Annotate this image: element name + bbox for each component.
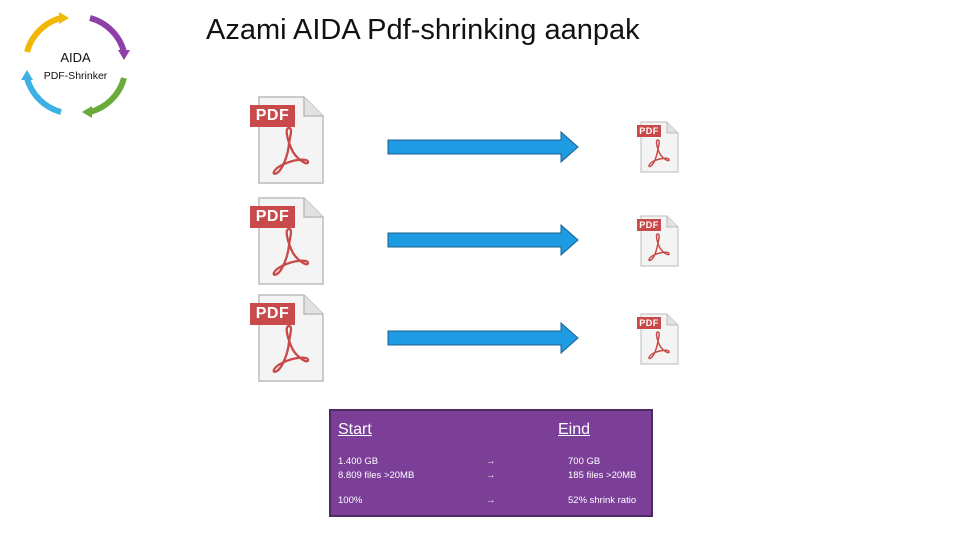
- cycle-arrows-icon: [21, 12, 130, 118]
- arrow-right-icon: [387, 224, 579, 256]
- arrow-right-icon: [387, 322, 579, 354]
- start-value-size: 1.400 GB: [338, 456, 379, 467]
- arrow-glyph: →: [486, 456, 496, 467]
- pdf-file-icon-large-3: PDF: [250, 294, 324, 382]
- pdf-tag: PDF: [637, 317, 661, 329]
- pdf-tag: PDF: [637, 219, 661, 231]
- end-value-ratio: 52% shrink ratio: [568, 495, 637, 506]
- pdf-tag: PDF: [250, 206, 295, 228]
- summary-box: Start Eind 1.400 GB → 700 GB 8.809 files…: [329, 409, 653, 517]
- pdf-file-icon-small-2: PDF: [637, 215, 679, 267]
- pdf-file-icon-small-1: PDF: [637, 121, 679, 173]
- pdf-tag: PDF: [637, 125, 661, 137]
- start-header: Start: [338, 421, 372, 438]
- end-value-size: 700 GB: [568, 456, 601, 467]
- pdf-tag: PDF: [250, 303, 295, 325]
- slide-title: Azami AIDA Pdf-shrinking aanpak: [206, 14, 640, 46]
- arrow-glyph: →: [486, 470, 496, 481]
- pdf-file-icon-large-2: PDF: [250, 197, 324, 285]
- logo-subtitle: PDF-Shrinker: [43, 70, 108, 82]
- arrow-right-icon: [387, 131, 579, 163]
- aida-logo: AIDA PDF-Shrinker: [18, 8, 133, 123]
- pdf-file-icon-small-3: PDF: [637, 313, 679, 365]
- start-value-ratio: 100%: [338, 495, 363, 506]
- start-value-files: 8.809 files >20MB: [338, 470, 415, 481]
- pdf-tag: PDF: [250, 105, 295, 127]
- end-header: Eind: [558, 421, 591, 438]
- end-value-files: 185 files >20MB: [568, 470, 637, 481]
- arrow-glyph: →: [486, 495, 496, 506]
- logo-title: AIDA: [60, 50, 91, 65]
- pdf-file-icon-large-1: PDF: [250, 96, 324, 184]
